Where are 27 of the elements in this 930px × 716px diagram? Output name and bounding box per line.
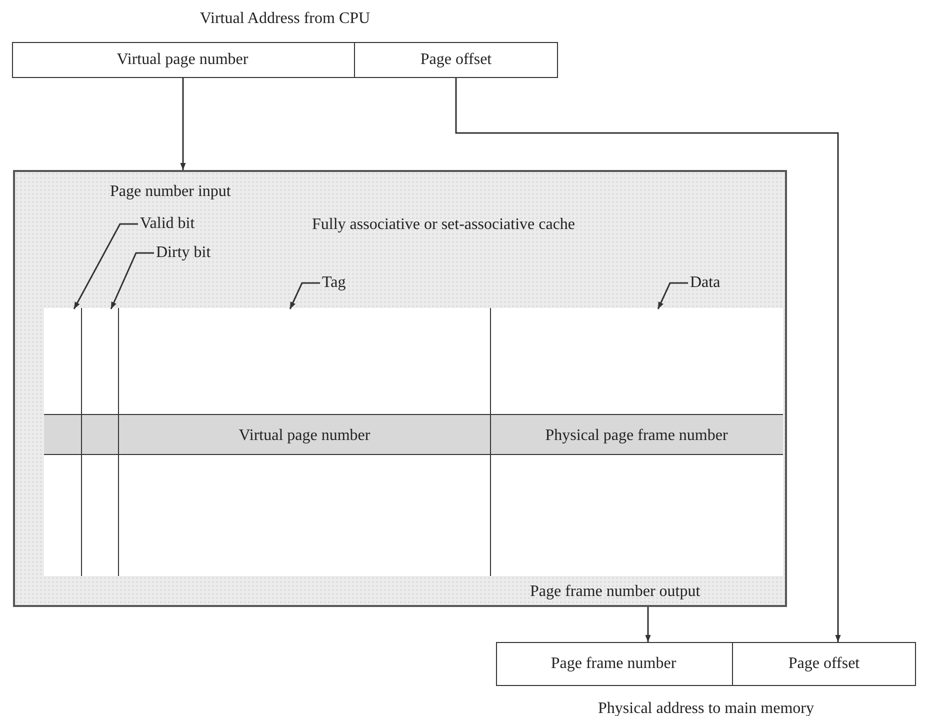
address-field: Page frame number [496,642,732,686]
leader-line [657,282,688,310]
table-cell: Virtual page number [118,416,490,456]
leader-line [73,223,138,310]
cache-table [44,308,783,576]
table-column [490,308,782,576]
leader-label: Dirty bit [156,242,246,264]
output-label: Page frame number output [530,582,700,602]
cache-title: Fully associative or set-associative cache [312,215,576,235]
table-cell: Physical page frame number [490,416,782,456]
table-column [82,308,118,576]
input-label: Page number input [110,182,231,202]
address-field: Page offset [732,642,916,686]
address-field: Virtual page number [12,42,354,78]
leader-label: Data [690,272,750,294]
leader-label: Valid bit [140,213,230,235]
register-caption: Virtual Address from CPU [198,9,372,29]
cache-panel [13,170,787,607]
leader-line [289,282,320,310]
table-column [118,308,490,576]
address-field: Page offset [354,42,558,78]
table-column [44,308,82,576]
leader-label: Tag [322,272,372,294]
arrow [645,607,651,642]
arrow [180,78,186,170]
leader-line [110,252,154,310]
arrow [455,78,841,642]
